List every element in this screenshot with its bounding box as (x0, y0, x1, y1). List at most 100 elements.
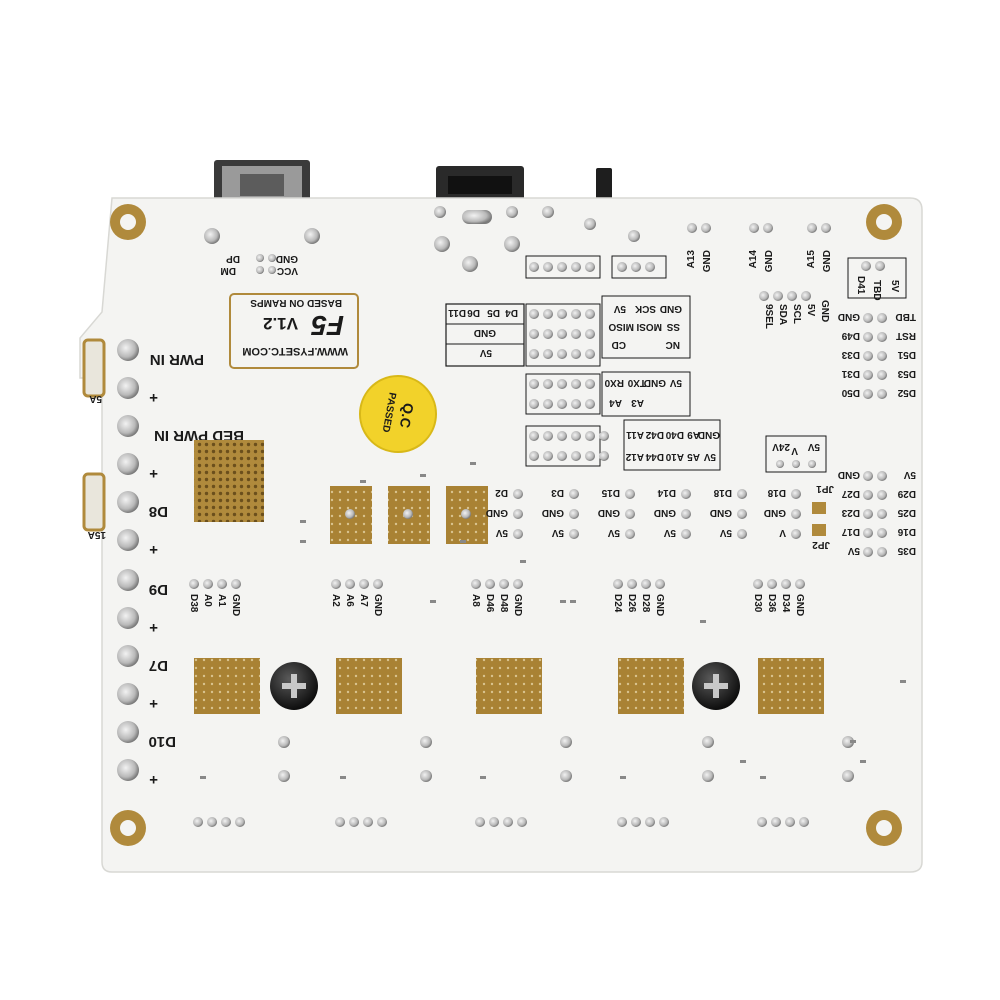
header-pin (529, 399, 539, 409)
endstop-gnd-label: GND (486, 507, 508, 518)
stepper-pad (336, 658, 402, 714)
endstop-pin-label: D2 (495, 487, 508, 498)
right-lower-right-label: D35 (897, 545, 916, 556)
left-terminal-pads (117, 339, 139, 781)
driver-pin-label: A2 (330, 594, 341, 607)
header-pin (557, 262, 567, 272)
plus-label-3: + (149, 541, 158, 558)
driver-pin (471, 579, 481, 589)
stepper-pad (194, 658, 260, 714)
usb-solder-pads (204, 206, 640, 274)
motor-pin (617, 817, 627, 827)
right-pin (863, 389, 873, 399)
motor-pin (645, 817, 655, 827)
motor-pin (489, 817, 499, 827)
header-pin (529, 379, 539, 389)
header-pin (529, 451, 539, 461)
header-pin (571, 379, 581, 389)
stepper-pad (758, 658, 824, 714)
fysetc-logo-block: WWW.FYSETC.COM F5 V1.2 BASED ON RAMPS (229, 293, 359, 369)
driver-pin (345, 579, 355, 589)
header-pin (585, 309, 595, 319)
header-pin (585, 379, 595, 389)
plus-label-4: + (149, 619, 158, 636)
header-pin (529, 309, 539, 319)
right-lower-right-label: 5V (903, 469, 916, 480)
right-pin (863, 471, 873, 481)
right-left-label: D31 (841, 368, 860, 379)
fuse-5a: 5A (82, 338, 106, 404)
serial-tx0: TX0 (627, 377, 646, 388)
mounting-hole-icon (110, 204, 902, 846)
right-right-label: TBD (895, 311, 916, 322)
driver-pin-label: A8 (470, 594, 481, 607)
serial-header: RX0 TX0 GND 5V A4 A3 (601, 371, 691, 417)
right-pin (863, 528, 873, 538)
usb-pin-labels: DP DM GND VCC (220, 253, 298, 276)
motor-pin (503, 817, 513, 827)
smd-resistor (740, 760, 746, 763)
driver-pin (203, 579, 213, 589)
right-lower-left-label: GND (838, 469, 860, 480)
endstop-pin (791, 489, 801, 499)
endstop-pin (791, 529, 801, 539)
right-right-label: D51 (897, 349, 916, 360)
endstop-5v-label: 5V (607, 527, 620, 538)
right-left-label: D33 (841, 349, 860, 360)
driver-pin (373, 579, 383, 589)
endstop-connectors: D2GND5VD3GND5VD15GND5VD14GND5VD18GND5VD1… (486, 487, 801, 539)
driver-pin (513, 579, 523, 589)
spi-miso: MISO (608, 321, 634, 332)
driver-pin (627, 579, 637, 589)
driver-pin-label: D28 (640, 594, 651, 613)
endstop-pin (569, 489, 579, 499)
right-left-label: GND (838, 311, 860, 322)
psel-24v: 24V (772, 441, 790, 452)
endstop-5v-label: V (779, 527, 786, 538)
header-pin (557, 399, 567, 409)
analog-a9: A9 (687, 429, 700, 440)
right-pin (877, 547, 887, 557)
smd-resistor (420, 474, 426, 477)
tr-gnd2: GND (764, 250, 775, 272)
website-text: WWW.FYSETC.COM (242, 345, 348, 357)
endstop-gnd-label: GND (598, 507, 620, 518)
right-lower-left-label: D23 (841, 507, 860, 518)
header-pin (543, 431, 553, 441)
analog-d44: D44 (645, 451, 664, 462)
motor-pin (785, 817, 795, 827)
right-pin (877, 528, 887, 538)
driver-cap-pin (842, 736, 854, 748)
endstop-pin (737, 509, 747, 519)
motor-pin (631, 817, 641, 827)
endstop-pin (569, 509, 579, 519)
smd-resistor (430, 600, 436, 603)
qc-label: Q.C (397, 402, 417, 429)
header-pin (529, 262, 539, 272)
endstop-pin (737, 489, 747, 499)
motor-pin (771, 817, 781, 827)
analog-5v: 5V (703, 451, 716, 462)
header-pin (585, 262, 595, 272)
smd-resistor (620, 776, 626, 779)
header-pin (543, 349, 553, 359)
header-pin (543, 451, 553, 461)
right-pin (877, 389, 887, 399)
driver-pin-label: GND (372, 594, 383, 616)
header-pin (571, 451, 581, 461)
driver-cap-pin (278, 736, 290, 748)
aux-5v: 5V (479, 347, 492, 358)
driver-pin (781, 579, 791, 589)
endstop-5v-label: 5V (551, 527, 564, 538)
header-pin (557, 349, 567, 359)
driver-cap-pin (420, 736, 432, 748)
driver-pin-label: GND (512, 594, 523, 616)
driver-pin (767, 579, 777, 589)
top-right-pins: A13 GND A14 GND A15 GND D41 TBD 5V 9SEL … (686, 223, 907, 329)
d7-label: D7 (149, 657, 168, 674)
spi-cd: CD (612, 339, 626, 350)
endstop-pin-label: D15 (601, 487, 620, 498)
motor-pin (221, 817, 231, 827)
driver-pin (499, 579, 509, 589)
header-pin (571, 349, 581, 359)
